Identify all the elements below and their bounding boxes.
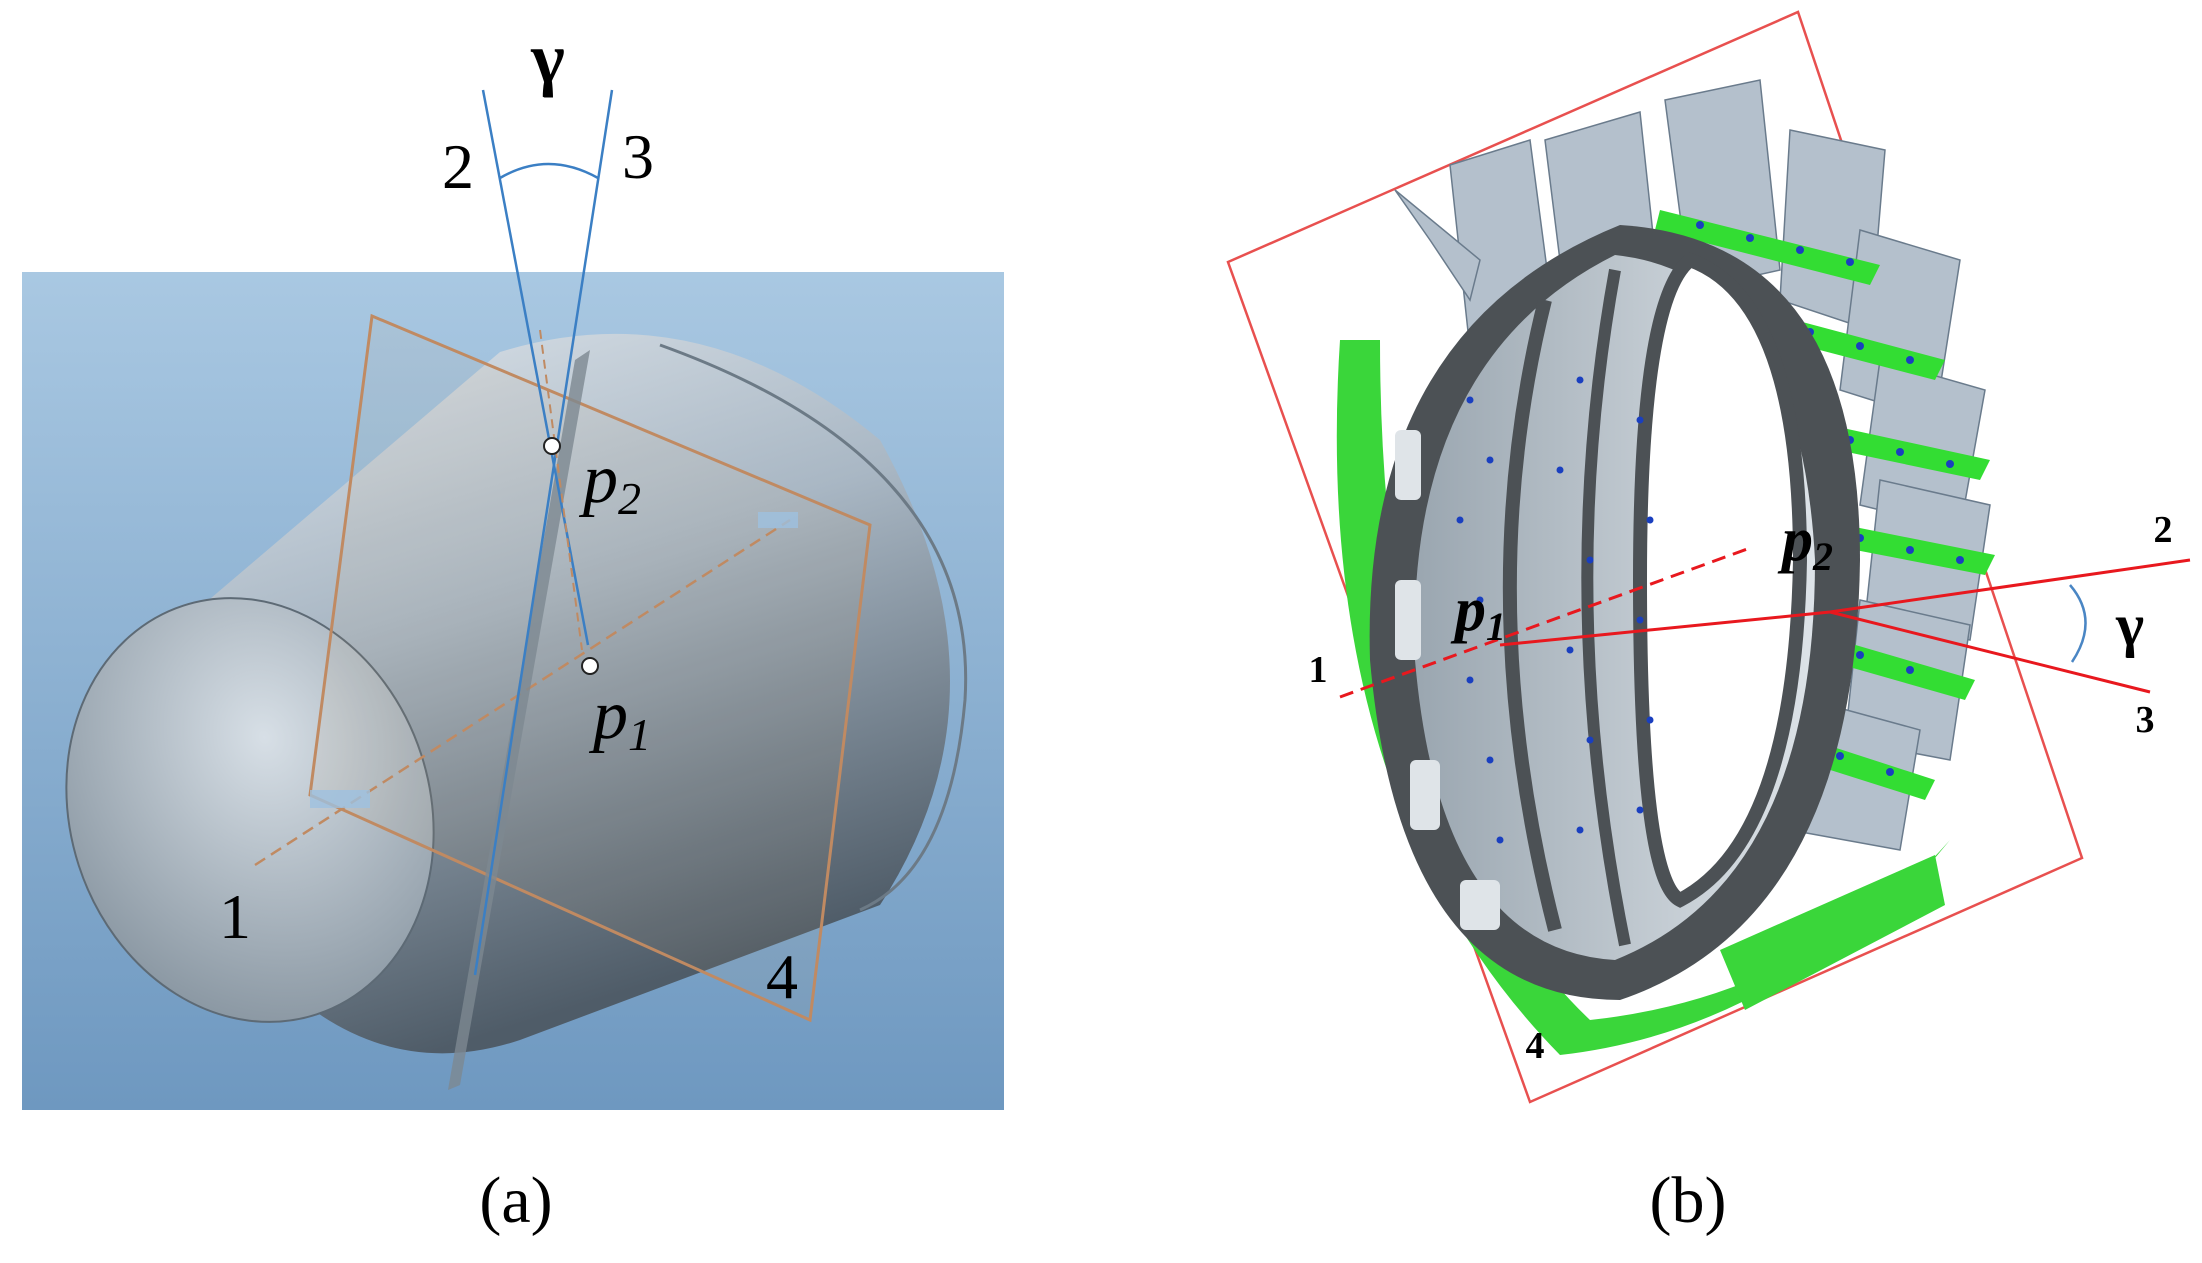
datum-tag-axis <box>758 512 798 528</box>
label-p1-base: p <box>588 677 628 754</box>
gamma-arc-a <box>499 162 599 180</box>
label-p1-b: p1 <box>1450 576 1506 649</box>
section-sliver <box>448 350 590 1090</box>
panel-b: 1 2 3 4 γ p1 p2 (b) <box>1226 10 2191 1237</box>
label-p1-b-base: p <box>1450 576 1486 644</box>
label-4-a: 4 <box>766 941 798 1012</box>
label-2-b: 2 <box>2154 509 2173 551</box>
ring-bore <box>1632 252 1808 908</box>
dashed-ray <box>539 329 583 651</box>
label-p2-b-base: p <box>1777 506 1813 574</box>
line-p1-p2 <box>1499 610 1831 647</box>
caption-a: (a) <box>479 1164 552 1237</box>
panel-a: γ 2 3 1 4 p2 p1 (a) <box>22 18 1004 1237</box>
inner-bolts <box>1456 376 1654 844</box>
label-1-a: 1 <box>219 881 251 952</box>
label-3-b: 3 <box>2136 699 2155 741</box>
inner-band-1 <box>1502 298 1562 932</box>
label-p2-sub: 2 <box>618 473 641 524</box>
gamma-arc-b <box>2069 584 2087 663</box>
ray-line-3 <box>473 89 614 976</box>
point-p1-a <box>581 657 599 675</box>
ray-line-3-b <box>1829 610 2151 694</box>
label-p2-a: p2 <box>578 441 641 524</box>
axis-line-1-dashed <box>1339 546 1751 699</box>
ring-slots <box>1395 430 1500 930</box>
inner-band-2 <box>1581 268 1631 947</box>
cylinder-end-rim <box>65 597 435 1023</box>
label-p1-sub: 1 <box>628 709 651 760</box>
cylinder-end-face <box>66 598 434 1022</box>
caption-a-letter: a <box>501 1164 530 1237</box>
label-p1-b-sub: 1 <box>1486 604 1506 649</box>
point-p2-a <box>543 437 561 455</box>
green-segment <box>1720 855 1945 1010</box>
label-p2-base: p <box>578 441 618 518</box>
label-4-b: 4 <box>1526 1025 1545 1067</box>
gamma-label-b: γ <box>2115 592 2144 658</box>
ray-line-2-b <box>1829 558 2191 614</box>
caption-b-letter: b <box>1672 1164 1705 1237</box>
label-3-a: 3 <box>622 121 654 192</box>
label-p2-b-sub: 2 <box>1812 534 1833 579</box>
label-p1-a: p1 <box>588 677 651 760</box>
label-2-a: 2 <box>442 131 474 202</box>
caption-b: (b) <box>1650 1164 1727 1237</box>
label-1-b: 1 <box>1309 649 1328 691</box>
gamma-label-a: γ <box>530 18 565 98</box>
cylinder-back-rim <box>659 343 968 912</box>
ray-line-2 <box>481 89 590 646</box>
datum-tag-plane <box>310 790 370 808</box>
label-p2-b: p2 <box>1777 506 1833 579</box>
